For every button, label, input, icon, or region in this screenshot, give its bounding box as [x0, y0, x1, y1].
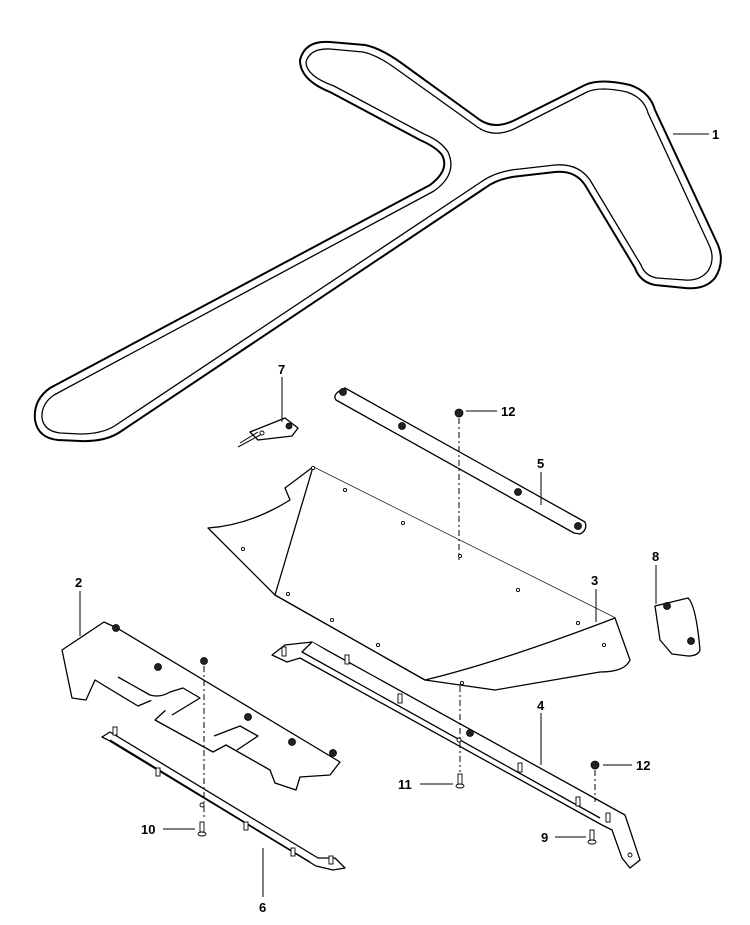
rear-strip-studs [281, 646, 611, 823]
bolt-9-shank [589, 829, 595, 841]
belt-inner-edge [41, 48, 713, 435]
baffle-nut-6 [329, 749, 337, 757]
baffle-nut-4 [244, 713, 252, 721]
callout-1: 1 [712, 127, 719, 142]
callout-4: 4 [537, 698, 545, 713]
bracket-rod [237, 433, 263, 448]
callout-10: 10 [141, 822, 155, 837]
part-7-bracket [237, 417, 299, 448]
lower-strip-edge [109, 739, 311, 863]
lower-strip-body [101, 731, 346, 871]
callout-3: 3 [591, 573, 598, 588]
part-6-lower-strip [101, 726, 346, 871]
baffle-nut-2 [154, 663, 162, 671]
bolt-11-head [455, 783, 465, 789]
part-8-plate [654, 597, 701, 657]
strip-nut-3 [514, 488, 522, 496]
rear-strip-body [271, 641, 641, 869]
bolt-9-head [587, 839, 597, 845]
strip-body [334, 387, 587, 535]
strip-nut-1 [339, 388, 347, 396]
part-5-strip [334, 387, 587, 535]
rear-strip-fold [301, 641, 601, 819]
nut-12-right-icon [590, 760, 600, 770]
plate-nut-1 [663, 602, 671, 610]
bolt-10-head [197, 831, 207, 837]
part-9-bolt [587, 829, 597, 845]
callout-2: 2 [75, 575, 82, 590]
bolt-10-shank [199, 821, 205, 833]
bracket-nut [285, 422, 293, 430]
baffle-body [61, 621, 341, 791]
part-10-bolt [197, 821, 207, 837]
callout-12-top: 12 [501, 404, 515, 419]
rear-strip-end-hole [627, 852, 633, 858]
callout-5: 5 [537, 456, 544, 471]
rear-strip-nut [466, 729, 474, 737]
bolt-11-shank [457, 773, 463, 785]
strip-nut-4 [574, 522, 582, 530]
baffle-nut-5 [288, 738, 296, 746]
plate-body [654, 597, 701, 657]
part-3-deck-cover [207, 465, 631, 691]
callout-6: 6 [259, 900, 266, 915]
callout-12-right: 12 [636, 758, 650, 773]
baffle-nut-3 [200, 657, 208, 665]
cover-holes [240, 465, 607, 686]
part-2-baffle [61, 621, 341, 791]
part-12-nut-right [590, 760, 600, 802]
baffle-nut-1 [112, 624, 120, 632]
callout-labels: 1 2 3 4 5 6 7 8 9 10 11 12 12 [75, 127, 719, 915]
baffle-slot-1 [117, 676, 201, 716]
callout-9: 9 [541, 830, 548, 845]
callout-11: 11 [398, 777, 412, 792]
bracket-hole [259, 430, 265, 436]
nut-12-top-icon [454, 408, 464, 418]
baffle-slot-2 [213, 725, 259, 751]
cover-fold [274, 466, 616, 681]
part-4-rear-strip [271, 641, 641, 869]
lower-strip-studs [112, 726, 334, 865]
leader-lines [79, 133, 709, 897]
part-12-nut-top [454, 408, 464, 560]
lower-strip-hole [199, 802, 205, 808]
strip-nut-2 [398, 422, 406, 430]
part-11-bolt [455, 686, 465, 789]
callout-8: 8 [652, 549, 659, 564]
callout-7: 7 [278, 362, 285, 377]
bracket-rod-2 [239, 431, 259, 444]
plate-nut-2 [687, 637, 695, 645]
part-1-belt [33, 40, 722, 443]
